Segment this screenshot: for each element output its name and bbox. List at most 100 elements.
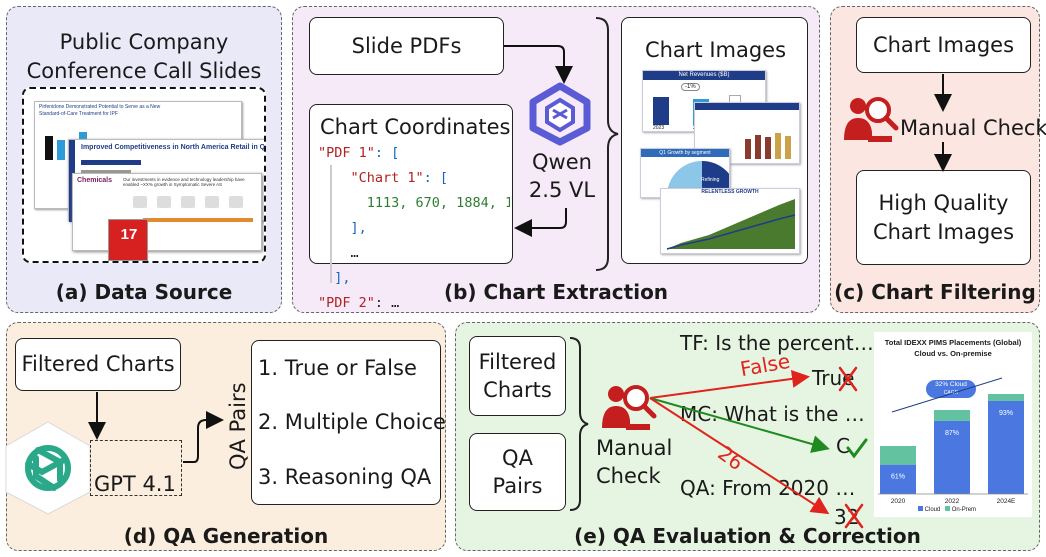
mini-chart-4: RELENTLESS GROWTH [660, 188, 800, 254]
code-punct: ], [334, 270, 351, 286]
legend-onprem: On-Prem [951, 507, 977, 513]
slide-1-bar [45, 136, 53, 160]
person-search-icon [602, 385, 657, 430]
example-chart-legend: Cloud On-Prem [918, 506, 976, 513]
coordinates-code: "PDF 1": [ "Chart 1": [ 1113, 670, 1884,… [318, 141, 510, 316]
qa-line1: QA [502, 445, 533, 470]
hq-line2: Chart Images [872, 219, 1015, 244]
mini-chart-1-bar [653, 97, 669, 125]
filtered-charts-box-d: Filtered Charts [15, 338, 181, 391]
slide-3-text: Our investments in evidence and technolo… [123, 177, 245, 188]
qa-type-tf: 1. True or False [258, 355, 417, 380]
slide-2-title: Improved Competitiveness in North Americ… [81, 144, 266, 151]
hq-chart-images-box: High Quality Chart Images [856, 170, 1031, 265]
mini-chart-1-year: 2023 [653, 125, 665, 131]
onprem-bar [880, 446, 916, 465]
hq-line1: High Quality [878, 191, 1009, 216]
slide-3-icon [205, 196, 219, 208]
check-icon [846, 438, 868, 459]
slide-3-icon [229, 196, 243, 208]
x-tick-label: 2024E [997, 498, 1016, 505]
qa-pairs-box-e: QA Pairs [469, 433, 566, 511]
code-chart1-key: "Chart 1" [350, 170, 424, 186]
code-punct: ], [350, 220, 367, 236]
question-tf: TF: Is the percent… [680, 331, 874, 355]
bar-data-label: 93% [999, 410, 1013, 417]
filtered-line2: Charts [483, 378, 552, 402]
legend-swatch-cloud [918, 506, 923, 511]
legend-cloud: Cloud [924, 507, 941, 513]
cloud-bar [934, 420, 970, 494]
slide-2-bar [81, 160, 141, 165]
mini-chart-2-header [695, 103, 799, 110]
code-punct: : [ [374, 145, 400, 161]
qa-list-box: 1. True or False 2. Multiple Choice 3. R… [251, 340, 446, 505]
question-mc: MC: What is the … [680, 402, 865, 426]
code-tail: : … [374, 295, 400, 311]
code-pdf2-key: "PDF 2" [318, 295, 375, 311]
mini-chart-4-area [666, 199, 796, 250]
chart-coordinates-box: Chart Coordinates "PDF 1": [ "Chart 1": … [309, 104, 513, 311]
badge-line1: 32% Cloud [935, 381, 967, 388]
qwen-logo-icon [529, 82, 591, 146]
example-chart-badge: 32% Cloud CAGR [926, 380, 976, 398]
wrong-x-icon [838, 366, 864, 529]
qwen-label-line1: Qwen [532, 150, 592, 174]
x-tick-label: 2020 [891, 498, 906, 505]
cloud-bar [988, 401, 1024, 494]
example-chart-title: Total IDEXX PIMS Placements (Global) [884, 338, 1022, 347]
example-chart-subtitle: Cloud vs. On-premise [914, 349, 992, 358]
slide-1-title-2: Standard-of-Care Treatment for IPF [39, 111, 118, 117]
mini-chart-2-bar [775, 133, 781, 159]
mini-chart-2-bar [785, 136, 791, 159]
qa-type-reasoning: 3. Reasoning QA [258, 464, 432, 489]
caption-chart-filtering: (c) Chart Filtering [834, 280, 1036, 304]
slide-pdfs-box: Slide PDFs [309, 17, 504, 75]
mini-chart-3-title: Q1 Growth by segment [641, 149, 729, 157]
code-ellipsis: … [350, 245, 359, 261]
data-source-title-line1: Public Company [59, 30, 229, 54]
mini-chart-1-badge: -1% [681, 83, 700, 91]
filtered-line1: Filtered [478, 349, 557, 374]
slide-thumbnail-4: 17 [108, 219, 148, 261]
caption-qa-evaluation: (e) QA Evaluation & Correction [574, 524, 921, 548]
qwen-label-line2: 2.5 VL [528, 178, 596, 202]
onprem-bar [934, 410, 970, 421]
slide-3-line [143, 218, 253, 222]
caption-data-source: (a) Data Source [55, 280, 233, 304]
caption-qa-generation: (d) QA Generation [123, 524, 329, 548]
mini-chart-1-title: Net Revenues ($B) [643, 71, 765, 80]
mini-chart-2-bar [765, 137, 771, 159]
code-punct: : [ [423, 170, 449, 186]
badge-line2: CAGR [943, 390, 959, 396]
caption-chart-extraction: (b) Chart Extraction [443, 280, 669, 304]
onprem-bar [988, 394, 1024, 401]
qa-type-mc: 2. Multiple Choice [258, 410, 446, 435]
slide-3-icon [157, 196, 171, 208]
slide-4-big-number: 17 [120, 226, 138, 243]
slide-thumbnail-3: Chemicals Our investments in evidence an… [72, 173, 262, 251]
question-qa: QA: From 2020 … [680, 476, 856, 500]
example-chart-card: Total IDEXX PIMS Placements (Global) Clo… [874, 332, 1032, 517]
slide-3-logo: Chemicals [77, 177, 113, 184]
slide-1-title-1: Pirfenidone Demonstrated Potential to Se… [39, 104, 161, 110]
bar-data-label: 61% [891, 474, 905, 481]
mini-chart-2-bar [745, 139, 751, 159]
trend-arrow [891, 377, 1003, 413]
code-indent-guide [330, 165, 332, 283]
slide-3-icon [133, 196, 147, 208]
answer-mc: C [836, 434, 850, 458]
mini-chart-3-label: Refining [701, 177, 720, 183]
code-coordinates: 1113, 670, 1884, 1045 [366, 195, 510, 211]
data-source-title-line2: Conference Call Slides [26, 59, 262, 83]
gpt-box [90, 440, 182, 496]
bar-data-label: 87% [945, 430, 959, 437]
slides-container: Pirfenidone Demonstrated Potential to Se… [22, 87, 266, 263]
mini-chart-4-title: RELENTLESS GROWTH [701, 189, 759, 195]
cloud-bar [880, 464, 916, 494]
chart-coordinates-title: Chart Coordinates [320, 115, 511, 139]
